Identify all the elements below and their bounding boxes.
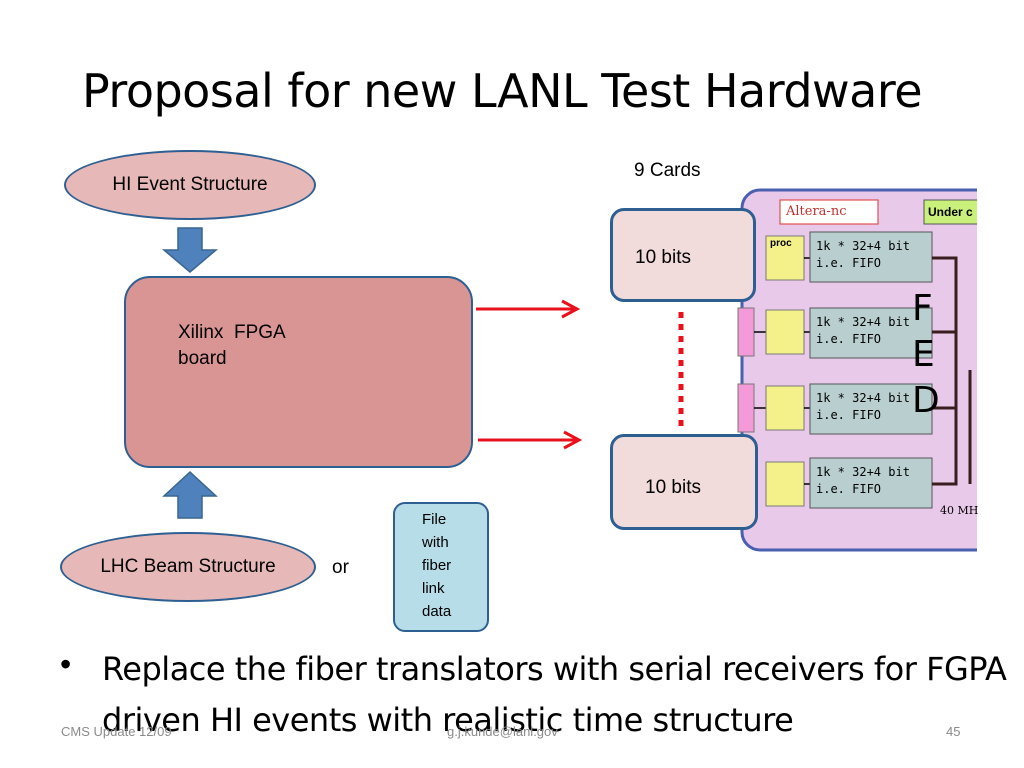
fifo-type-label: i.e. FIFO bbox=[816, 332, 882, 346]
bullet-text: Replace the fiber translators with seria… bbox=[102, 650, 1007, 739]
fifo-type-label: i.e. FIFO bbox=[816, 256, 882, 270]
down-block-arrow bbox=[161, 227, 219, 273]
red-arrow-bottom bbox=[478, 430, 583, 450]
fifo-row-1: 1k * 32+4 bit i.e. FIFO bbox=[816, 238, 910, 272]
hi-event-structure-node: HI Event Structure bbox=[64, 150, 316, 220]
footer-center: g.j.kunde@lanl.gov bbox=[447, 724, 558, 739]
card-bottom-node: 10 bits bbox=[610, 434, 758, 530]
card-bottom-label: 10 bits bbox=[645, 477, 701, 498]
footer-left: CMS Update 12/09 bbox=[61, 724, 172, 739]
fifo-type-label: i.e. FIFO bbox=[816, 482, 882, 496]
slide-title: Proposal for new LANL Test Hardware bbox=[82, 64, 923, 118]
fifo-type-label: i.e. FIFO bbox=[816, 408, 882, 422]
hardware-block-image bbox=[737, 188, 1024, 552]
altera-label: Altera-nc bbox=[786, 204, 847, 219]
up-block-arrow bbox=[162, 470, 218, 519]
cards-count-label: 9 Cards bbox=[634, 160, 701, 181]
lhc-beam-label: LHC Beam Structure bbox=[100, 556, 276, 577]
or-label: or bbox=[332, 557, 349, 578]
proc-label: proc bbox=[770, 238, 792, 249]
fed-label: F E D bbox=[912, 288, 940, 421]
card-top-node: 10 bits bbox=[610, 208, 756, 302]
fpga-board-node bbox=[124, 276, 473, 468]
file-fiber-data-node: File with fiber link data bbox=[393, 502, 489, 632]
fifo-row-2: 1k * 32+4 bit i.e. FIFO bbox=[816, 314, 910, 348]
red-arrow-top bbox=[476, 299, 581, 319]
slide-number: 45 bbox=[946, 724, 961, 739]
fifo-size-label: 1k * 32+4 bit bbox=[816, 239, 910, 253]
under-label: Under c bbox=[928, 205, 973, 219]
card-top-label: 10 bits bbox=[635, 247, 691, 268]
fifo-row-4: 1k * 32+4 bit i.e. FIFO bbox=[816, 464, 910, 498]
fifo-row-3: 1k * 32+4 bit i.e. FIFO bbox=[816, 390, 910, 424]
fifo-size-label: 1k * 32+4 bit bbox=[816, 315, 910, 329]
fifo-size-label: 1k * 32+4 bit bbox=[816, 465, 910, 479]
clock-label: 40 MH bbox=[940, 504, 979, 517]
bullet-icon: • bbox=[60, 646, 72, 682]
lhc-beam-structure-node: LHC Beam Structure bbox=[60, 532, 316, 602]
hi-event-label: HI Event Structure bbox=[112, 174, 268, 195]
fifo-size-label: 1k * 32+4 bit bbox=[816, 391, 910, 405]
fpga-board-label: Xilinx FPGA board bbox=[178, 322, 286, 369]
